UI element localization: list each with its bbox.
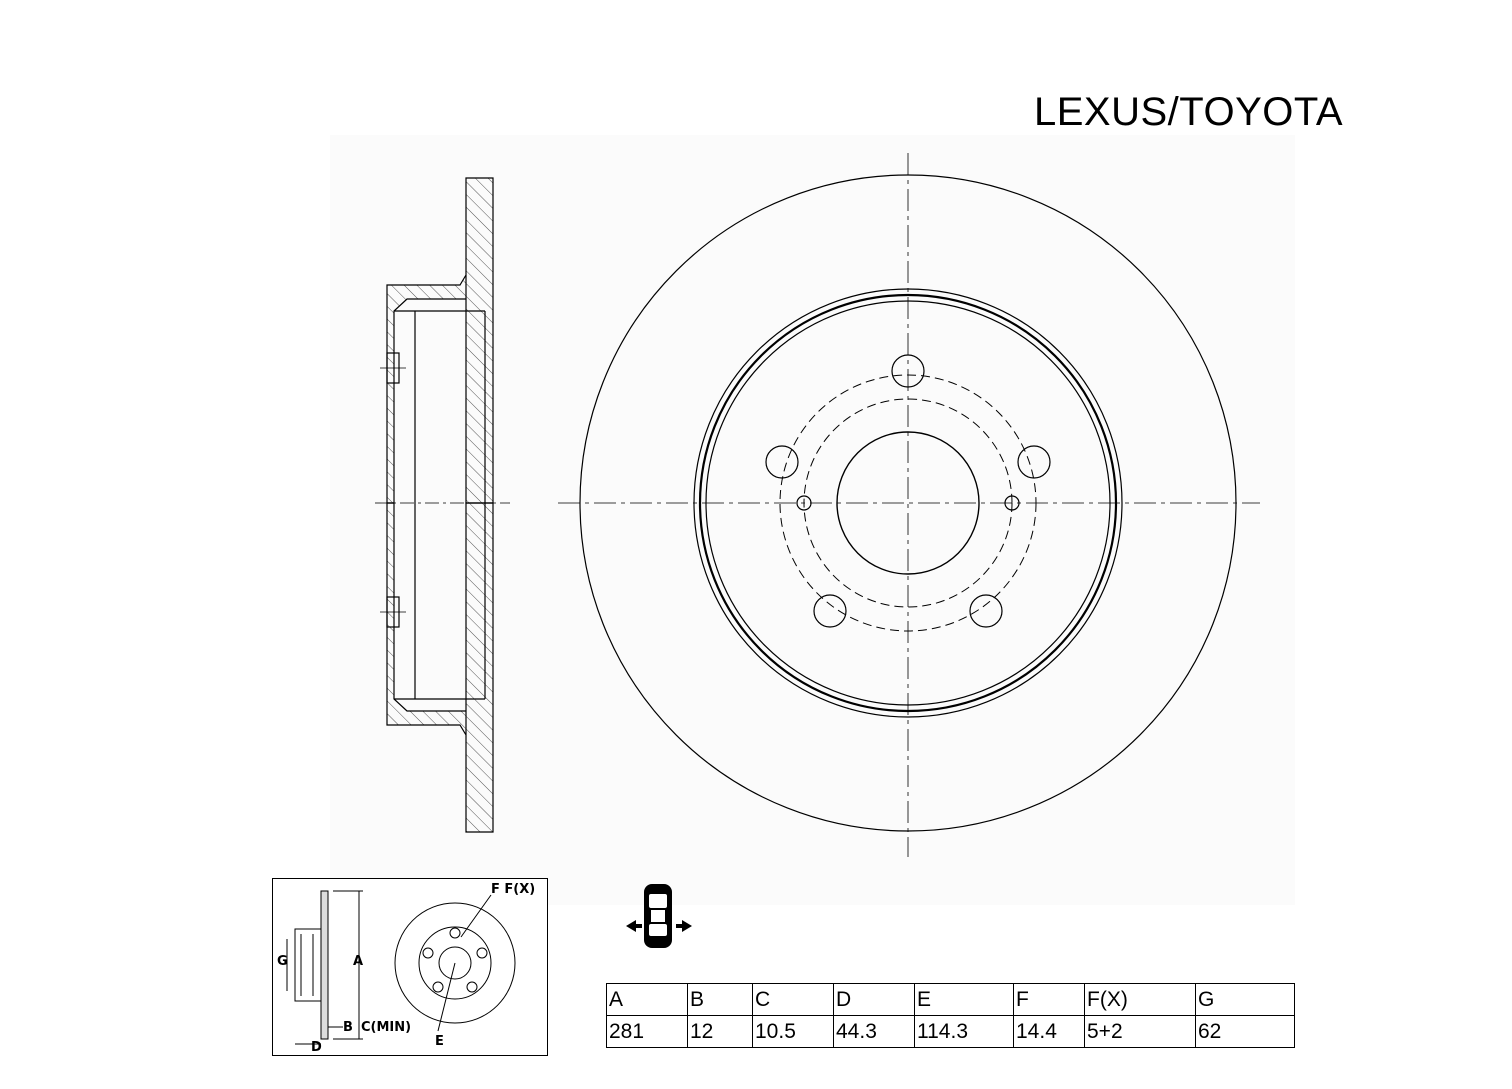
header-b: B — [687, 983, 753, 1016]
header-g: G — [1195, 983, 1295, 1016]
legend-diagram: F F(X) G A B C(MIN) D E — [277, 882, 535, 1055]
header-c: C — [752, 983, 834, 1016]
value-f: 14.4 — [1013, 1015, 1085, 1048]
label-c-min: C(MIN) — [361, 1020, 411, 1035]
rear-axle-arrows-icon — [626, 920, 692, 932]
header-f: F — [1013, 983, 1085, 1016]
value-a: 281 — [606, 1015, 688, 1048]
side-section-view — [375, 177, 510, 833]
value-e: 114.3 — [914, 1015, 1014, 1048]
label-e: E — [435, 1034, 444, 1049]
value-fx: 5+2 — [1084, 1015, 1196, 1048]
front-view — [558, 153, 1260, 857]
label-f-fx: F F(X) — [491, 882, 535, 897]
header-fx: F(X) — [1084, 983, 1196, 1016]
value-g: 62 — [1195, 1015, 1295, 1048]
specs-table: A B C D E F F(X) G 281 12 10.5 44.3 114.… — [606, 983, 1295, 1048]
value-c: 10.5 — [752, 1015, 834, 1048]
brand-title: LEXUS/TOYOTA — [1034, 90, 1344, 134]
header-d: D — [833, 983, 915, 1016]
header-e: E — [914, 983, 1014, 1016]
specs-header-row: A B C D E F F(X) G — [606, 983, 1295, 1016]
label-b: B — [343, 1020, 353, 1035]
dimension-legend: F F(X) G A B C(MIN) D E — [272, 878, 548, 1056]
label-d: D — [311, 1040, 322, 1055]
value-d: 44.3 — [833, 1015, 915, 1048]
specs-value-row: 281 12 10.5 44.3 114.3 14.4 5+2 62 — [606, 1015, 1295, 1048]
label-a: A — [353, 954, 363, 969]
car-top-view-icon — [626, 884, 692, 948]
header-a: A — [606, 983, 688, 1016]
brake-disc-drawing — [330, 135, 1295, 905]
value-b: 12 — [687, 1015, 753, 1048]
label-g: G — [277, 954, 288, 969]
